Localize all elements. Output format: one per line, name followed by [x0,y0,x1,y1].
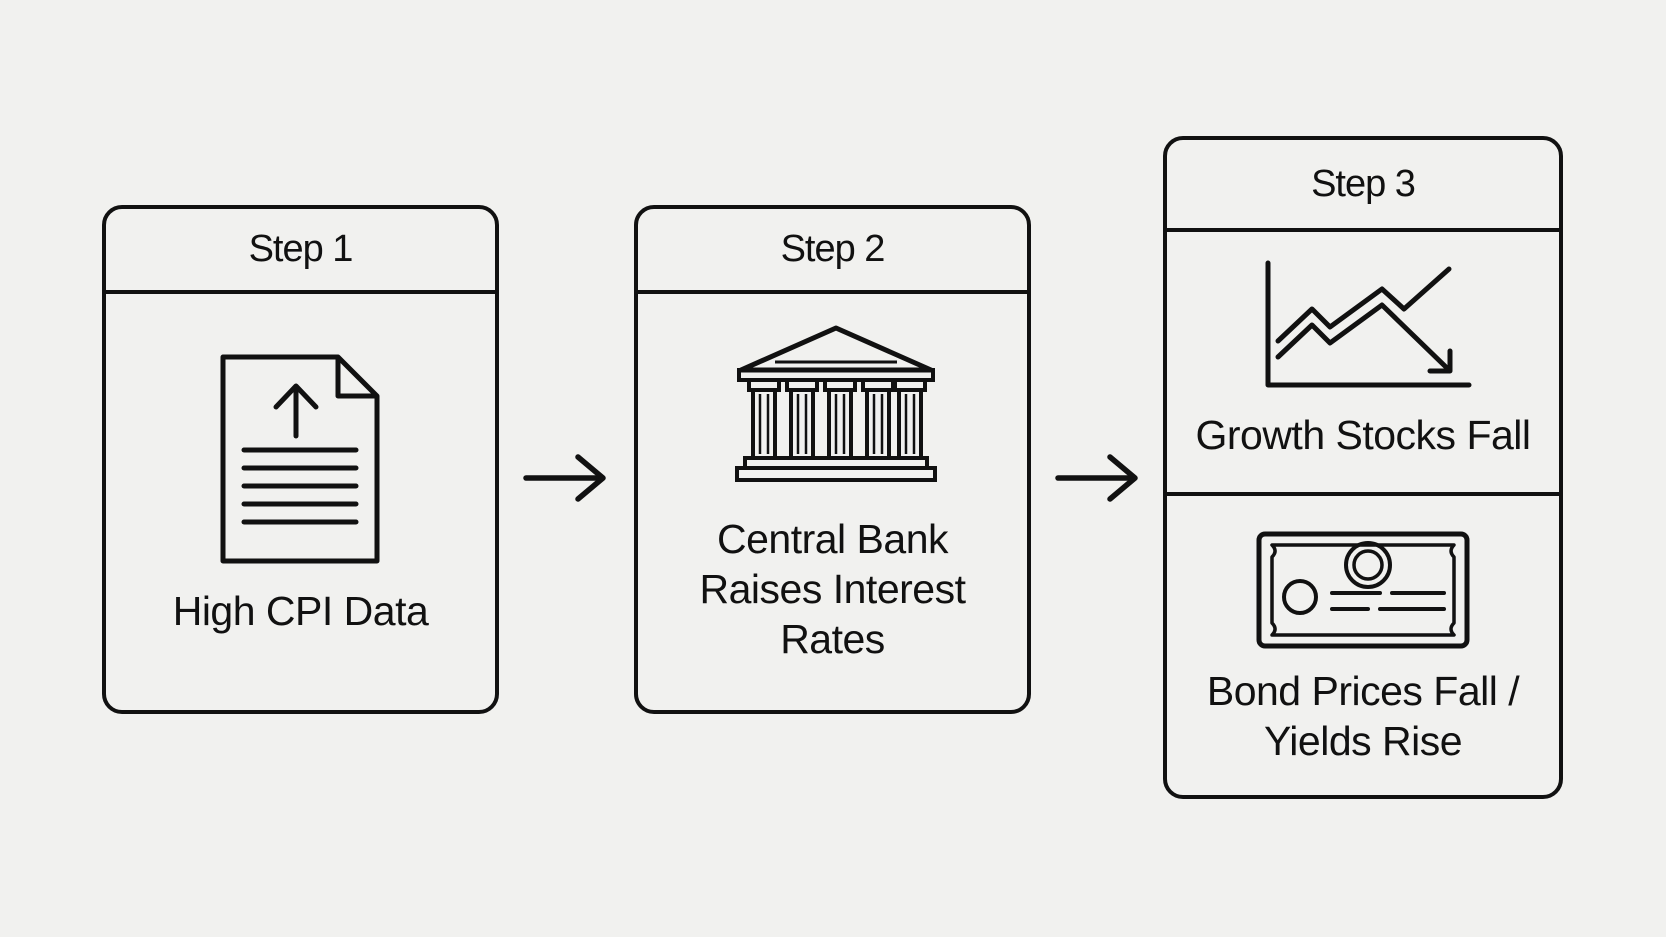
step-3-title: Step 3 [1167,140,1559,232]
step-1-caption: High CPI Data [172,588,429,634]
step-2-caption-line-1: Central Bank [716,516,949,562]
growth-stocks-caption: Growth Stocks Fall [1195,412,1531,458]
bond-certificate-icon [1256,531,1470,649]
bank-building-icon [735,325,937,482]
arrow-right-icon [523,454,606,502]
step-1-title: Step 1 [106,209,495,294]
bond-prices-caption-line-2: Yields Rise [1263,718,1463,764]
outcome-divider [1167,492,1559,496]
arrow-right-icon [1055,454,1138,502]
document-upload-icon [220,354,380,564]
step-2-caption-line-3: Rates [780,616,885,662]
step-3-panel: Step 3 Growth Stocks Fall Bond Prices Fa… [1163,136,1563,799]
bond-prices-caption-line-1: Bond Prices Fall / [1206,668,1520,714]
step-2-caption: Central Bank Raises Interest Rates [638,514,1027,664]
bond-prices-caption: Bond Prices Fall / Yields Rise [1167,666,1559,766]
step-2-title: Step 2 [638,209,1027,294]
step-2-panel: Step 2 Central Bank Raises Intere [634,205,1031,714]
falling-chart-icon [1265,260,1472,388]
step-1-panel: Step 1 High CPI Data [102,205,499,714]
step-2-caption-line-2: Raises Interest [699,566,966,612]
